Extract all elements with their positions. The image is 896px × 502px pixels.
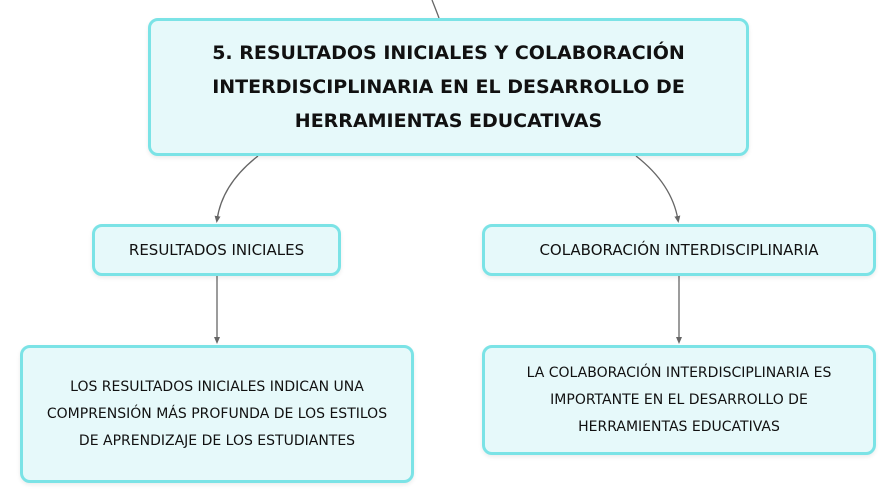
detail-label: LA COLABORACIÓN INTERDISCIPLINARIA ES IM…: [526, 364, 832, 435]
detail-node-colaboracion[interactable]: LA COLABORACIÓN INTERDISCIPLINARIA ES IM…: [482, 345, 876, 455]
root-topic-node[interactable]: 5. RESULTADOS INICIALES Y COLABORACIÓN I…: [148, 18, 749, 156]
connector-root-to-colaboracion: [635, 155, 681, 223]
detail-node-resultados[interactable]: LOS RESULTADOS INICIALES INDICAN UNA COM…: [20, 345, 414, 483]
subtopic-label: RESULTADOS INICIALES: [128, 241, 305, 259]
subtopic-resultados-iniciales[interactable]: RESULTADOS INICIALES: [92, 224, 341, 276]
detail-label: LOS RESULTADOS INICIALES INDICAN UNA COM…: [46, 378, 388, 449]
subtopic-colaboracion-interdisciplinaria[interactable]: COLABORACIÓN INTERDISCIPLINARIA: [482, 224, 876, 276]
root-topic-label: 5. RESULTADOS INICIALES Y COLABORACIÓN I…: [212, 42, 685, 132]
subtopic-label: COLABORACIÓN INTERDISCIPLINARIA: [539, 241, 819, 259]
connector-root-to-resultados: [214, 155, 259, 223]
connector-from-parent: [431, 0, 440, 19]
